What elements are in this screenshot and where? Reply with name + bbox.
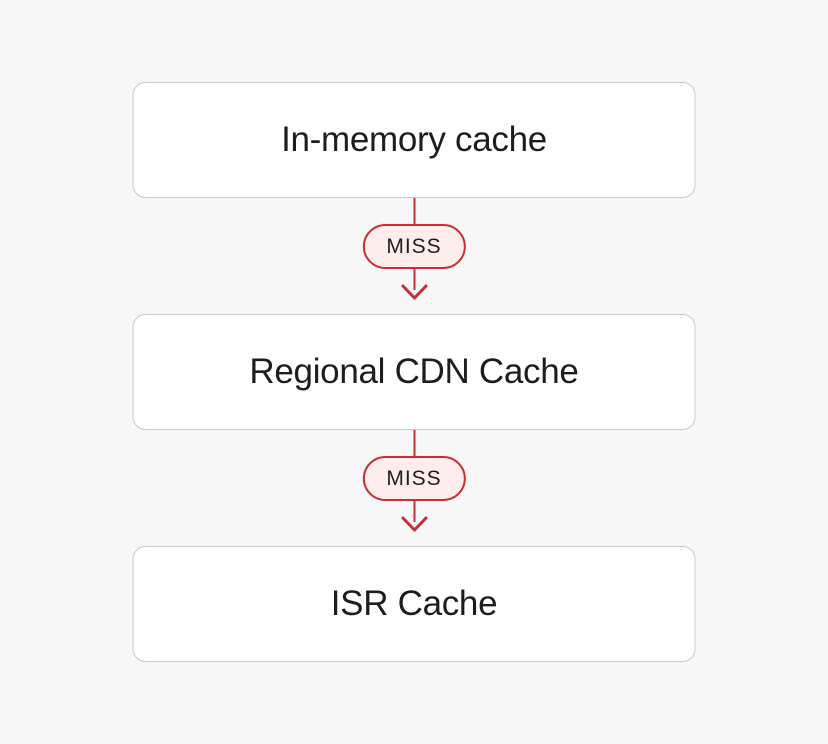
node-isr-cache: ISR Cache <box>132 546 696 662</box>
node-label: Regional CDN Cache <box>249 352 579 391</box>
miss-badge: MISS <box>362 224 466 269</box>
miss-badge: MISS <box>362 456 466 501</box>
miss-badge-label: MISS <box>386 466 442 490</box>
edge-in-memory-to-cdn: MISS <box>133 198 696 314</box>
node-in-memory-cache: In-memory cache <box>132 82 696 198</box>
node-label: In-memory cache <box>281 120 547 159</box>
node-label: ISR Cache <box>330 584 498 623</box>
diagram-stack: In-memory cache MISS Regional CDN Cache … <box>132 82 696 662</box>
miss-badge-label: MISS <box>386 234 442 258</box>
arrow-down-icon <box>401 284 427 300</box>
arrow-down-icon <box>401 516 427 532</box>
node-regional-cdn-cache: Regional CDN Cache <box>132 314 696 430</box>
edge-cdn-to-isr: MISS <box>133 430 696 546</box>
